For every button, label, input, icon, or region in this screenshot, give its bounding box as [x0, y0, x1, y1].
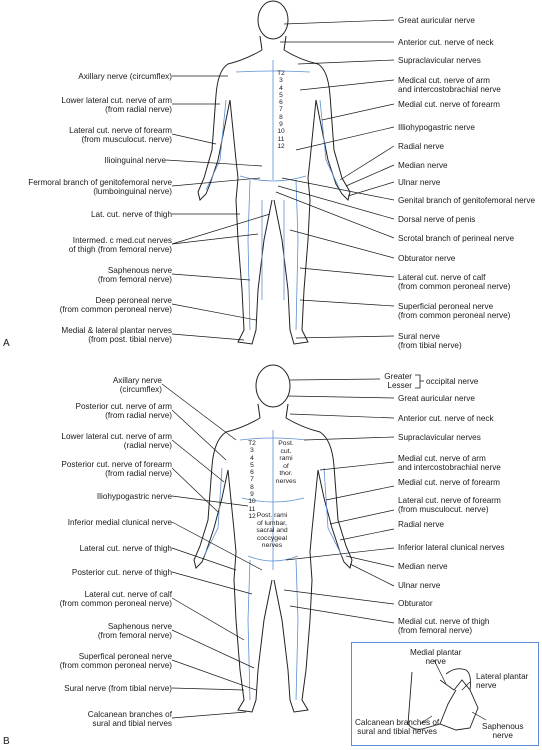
label-b-right-5: Lateral cut. nerve of forearm(from muscu…	[398, 496, 501, 515]
label-a-right-5: Illiohypogastric nerve	[398, 123, 475, 132]
inset-foot-panel	[351, 642, 539, 746]
label-a-right-11: Scrotal branch of perineal nerve	[398, 234, 515, 243]
label-a-right-14: Superficial peroneal nerve(from common p…	[398, 302, 511, 321]
label-a-right-1: Anterior cut. nerve of neck	[398, 38, 494, 47]
label-b-left-2: Lower lateral cut. nerve of arm(radial n…	[61, 432, 172, 451]
label-a-left-0: Axillary nerve (circumflex)	[78, 72, 172, 81]
label-b-right-8: Median nerve	[398, 562, 448, 571]
label-a-right-10: Dorsal nerve of penis	[398, 215, 476, 224]
label-b-right-10: Obturator	[398, 599, 433, 608]
label-a-right-12: Obturator nerve	[398, 254, 456, 263]
label-b-right-11: Medial cut. nerve of thigh(from femoral …	[398, 617, 490, 636]
label-a-right-6: Radial nerve	[398, 142, 444, 151]
label-a-right-8: Ulnar nerve	[398, 178, 441, 187]
label-a-left-4: Fermoral branch of genitofemoral nerve(l…	[28, 178, 172, 197]
label-b-right-0: Great auricular nerve	[398, 394, 475, 403]
label-b-left-4: Iliohypogastric nerve	[96, 492, 172, 501]
inset-foot	[407, 668, 479, 731]
posterior-right-leaders	[283, 378, 395, 624]
label-b-left-5: Inferior medial clunical nerve	[67, 518, 172, 527]
label-b-left-9: Saphenous nerve(from femoral nerve)	[97, 622, 172, 641]
posterior-nerve-zones	[203, 430, 343, 701]
label-a-right-15: Sural nerve(from tibial nerve)	[398, 332, 462, 351]
label-b-left-0: Axillary nerve(circumflex)	[112, 376, 162, 395]
label-b-right-7: Inferior lateral clunical nerves	[398, 543, 505, 552]
label-a-left-5: Lat. cut. nerve of thigh	[90, 210, 172, 219]
label-b-left-3: Posterior cut. nerve of forearm(from rad…	[61, 460, 172, 479]
label-b-right-2: Supraclavicular nerves	[398, 433, 481, 442]
label-b-left-7: Posterior cut. nerve of thigh	[71, 568, 172, 577]
label-a-right-13: Lateral cut. nerve of calf(from common p…	[398, 273, 511, 292]
posterior-body	[193, 364, 353, 713]
label-a-left-7: Saphenous nerve(from femoral nerve)	[97, 266, 172, 285]
label-b-left-1: Posterior cut. nerve of arm(from radial …	[75, 402, 172, 421]
label-b-left-8: Lateral cut. nerve of calf(from common p…	[59, 590, 172, 609]
label-b-right-9: Ulnar nerve	[398, 581, 441, 590]
anterior-left-leaders	[165, 75, 271, 341]
label-a-left-2: Lateral cut. nerve of forearm(from muscu…	[69, 126, 172, 145]
anterior-right-leaders	[275, 19, 395, 339]
anterior-body	[197, 0, 351, 345]
label-a-right-9: Genital branch of genitofemoral nerve	[398, 196, 535, 205]
label-a-right-7: Median nerve	[398, 161, 448, 170]
inset-leaders	[419, 659, 487, 725]
label-a-right-4: Medial cut. nerve of forearm	[398, 100, 500, 109]
panel-b-letter: B	[3, 736, 10, 747]
label-a-right-2: Supraclavicular nerves	[398, 56, 481, 65]
label-a-left-1: Lower lateral cut. nerve of arm(from rad…	[61, 96, 172, 115]
label-a-left-3: Ilioinguinal nerve	[104, 156, 166, 165]
occipital-bracket	[415, 374, 421, 389]
label-b-left-6: Lateral cut. nerve of thigh	[79, 544, 172, 553]
label-a-left-8: Deep peroneal nerve(from common peroneal…	[59, 296, 172, 315]
label-b-right-6: Radial nerve	[398, 520, 444, 529]
label-b-left-10: Superfical peroneal nerve(from common pe…	[59, 652, 172, 671]
panel-a-letter: A	[3, 338, 10, 349]
label-b-right-4: Medial cut. nerve of forearm	[398, 478, 500, 487]
label-b-occipital-nerve: occipital nerve	[426, 377, 479, 386]
label-b-right-1: Anterior cut. nerve of neck	[398, 414, 494, 423]
label-a-right-0: Great auricular nerve	[398, 16, 475, 25]
label-a-left-9: Medial & lateral plantar nerves(from pos…	[61, 326, 172, 345]
label-b-left-11: Sural nerve (from tibial nerve)	[64, 684, 172, 693]
posterior-left-leaders	[161, 383, 263, 719]
